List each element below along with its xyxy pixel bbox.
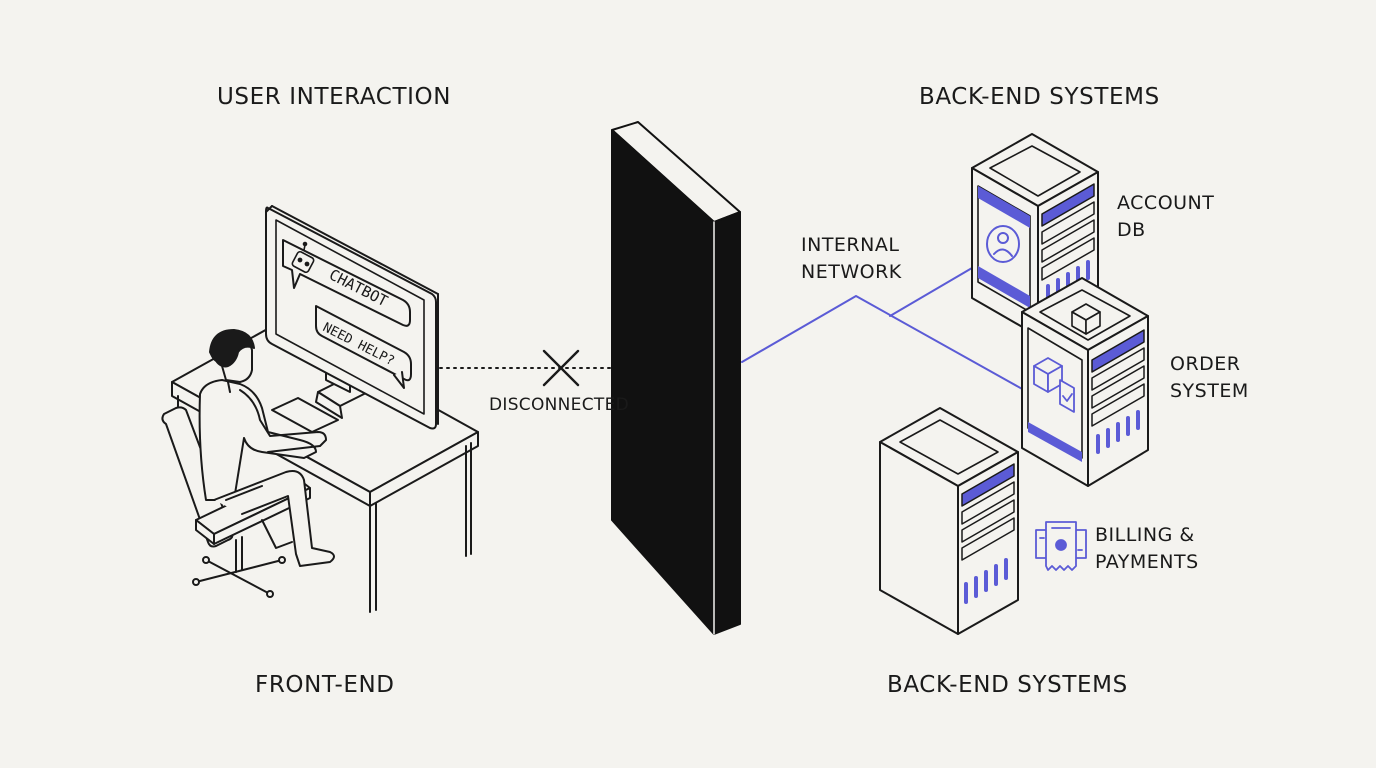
robot-icon [291, 241, 315, 274]
backend-systems-heading-bottom: BACK-END SYSTEMS [887, 672, 1128, 698]
account-db-line2: DB [1117, 219, 1146, 241]
chatbot-bubble [282, 239, 411, 327]
account-db-line1: ACCOUNT [1117, 192, 1215, 214]
order-system-label: ORDER SYSTEM [1170, 351, 1249, 405]
backend-systems-heading-top: BACK-END SYSTEMS [919, 84, 1160, 110]
need-help-bubble [315, 305, 412, 389]
disconnected-label: DISCONNECTED [489, 395, 630, 415]
internal-network-line1: INTERNAL [801, 234, 900, 256]
package-icon [1071, 303, 1101, 335]
internal-network-lines [741, 267, 1025, 391]
order-box-icon [1033, 357, 1075, 413]
order-system-line1: ORDER [1170, 353, 1241, 375]
billing-payments-line2: PAYMENTS [1095, 551, 1199, 573]
x-mark-icon [542, 349, 580, 387]
receipt-icon [1035, 521, 1087, 571]
user-interaction-heading: USER INTERACTION [217, 84, 452, 110]
account-db-label: ACCOUNT DB [1117, 190, 1214, 244]
server-account-db [971, 133, 1099, 337]
billing-payments-line1: BILLING & [1095, 524, 1195, 546]
user-profile-icon [986, 225, 1020, 263]
order-system-line2: SYSTEM [1170, 380, 1249, 402]
internal-network-line2: NETWORK [801, 261, 902, 283]
frontend-heading: FRONT-END [255, 672, 395, 698]
billing-payments-label: BILLING & PAYMENTS [1095, 522, 1199, 576]
server-order-system [1021, 277, 1149, 487]
server-billing [879, 407, 1019, 635]
internal-network-label: INTERNAL NETWORK [801, 232, 902, 286]
person [198, 329, 339, 567]
firewall-wall [611, 121, 741, 635]
